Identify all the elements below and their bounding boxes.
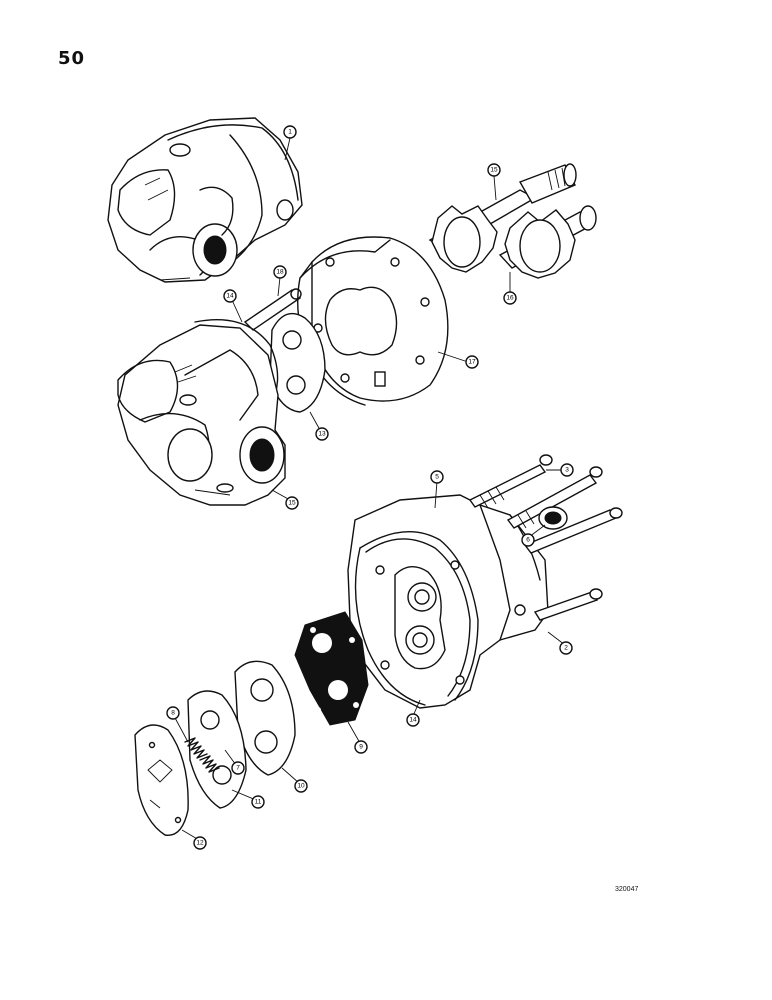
svg-text:15: 15 bbox=[288, 500, 296, 507]
callout-17: 17 bbox=[465, 355, 479, 369]
callout-6: 6 bbox=[521, 533, 535, 547]
svg-text:1: 1 bbox=[288, 129, 292, 136]
end-plate bbox=[134, 724, 189, 836]
callout-8: 8 bbox=[166, 706, 180, 720]
svg-text:14: 14 bbox=[409, 717, 417, 724]
callout-15-shaft: 15 bbox=[487, 163, 501, 177]
long-bolt bbox=[533, 588, 603, 621]
callout-16: 16 bbox=[503, 291, 517, 305]
svg-text:13: 13 bbox=[318, 431, 326, 438]
pump-housing-front bbox=[107, 117, 303, 283]
svg-text:17: 17 bbox=[468, 359, 476, 366]
callout-10: 10 bbox=[294, 779, 308, 793]
gasket bbox=[294, 611, 369, 726]
callout-14-rear: 14 bbox=[406, 713, 420, 727]
spring bbox=[184, 737, 220, 773]
callout-7: 7 bbox=[231, 761, 245, 775]
svg-text:11: 11 bbox=[255, 799, 262, 806]
wear-plate bbox=[269, 312, 326, 413]
bolt bbox=[468, 454, 623, 554]
oil-seal bbox=[538, 506, 568, 530]
mounting-flange-body bbox=[347, 494, 549, 709]
svg-text:5: 5 bbox=[435, 474, 439, 481]
svg-text:14: 14 bbox=[226, 293, 234, 300]
svg-text:8: 8 bbox=[171, 710, 175, 717]
backup-plate bbox=[234, 660, 296, 776]
svg-text:3: 3 bbox=[565, 467, 569, 474]
callout-1: 1 bbox=[283, 125, 297, 139]
callout-12: 12 bbox=[193, 836, 207, 850]
callout-15-housing: 15 bbox=[285, 496, 299, 510]
page-number: 50 bbox=[58, 48, 86, 69]
svg-text:18: 18 bbox=[276, 269, 284, 276]
drive-gear-shaft bbox=[428, 163, 577, 273]
svg-text:12: 12 bbox=[196, 840, 204, 847]
svg-text:10: 10 bbox=[297, 783, 305, 790]
callout-3: 3 bbox=[560, 463, 574, 477]
svg-text:15: 15 bbox=[490, 167, 498, 174]
svg-text:16: 16 bbox=[506, 295, 514, 302]
svg-text:2: 2 bbox=[564, 645, 568, 652]
svg-text:7: 7 bbox=[236, 765, 240, 772]
callout-14-front: 14 bbox=[223, 289, 237, 303]
callout-2: 2 bbox=[559, 641, 573, 655]
callout-9: 9 bbox=[354, 740, 368, 754]
driven-gear-shaft bbox=[498, 205, 597, 279]
svg-text:6: 6 bbox=[526, 537, 530, 544]
svg-text:9: 9 bbox=[359, 744, 363, 751]
drawing-code: 320047 bbox=[615, 886, 639, 893]
callout-11: 11 bbox=[251, 795, 265, 809]
pump-housing-rear bbox=[117, 319, 286, 506]
callout-18: 18 bbox=[273, 265, 287, 279]
leader-lines bbox=[173, 137, 566, 841]
seal-plate bbox=[187, 690, 247, 809]
callout-5: 5 bbox=[430, 470, 444, 484]
callout-13: 13 bbox=[315, 427, 329, 441]
